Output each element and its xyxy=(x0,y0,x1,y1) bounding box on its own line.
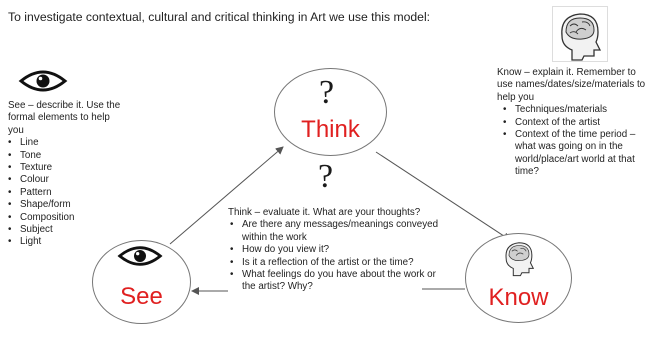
list-item: Subject xyxy=(8,224,123,237)
list-item: Context of the time period – what was go… xyxy=(503,129,647,179)
brain-head-icon xyxy=(505,242,535,277)
list-item: What feelings do you have about the work… xyxy=(230,269,440,294)
question-mark-icon: ? xyxy=(318,158,334,195)
eye-icon xyxy=(117,246,163,266)
see-description: See – describe it. Use the formal elemen… xyxy=(8,100,123,249)
know-description: Know – explain it. Remember to use names… xyxy=(497,67,647,179)
list-item: Tone xyxy=(8,150,123,163)
arrow-think-to-know xyxy=(375,151,511,241)
list-item: Composition xyxy=(8,212,123,225)
see-node: See xyxy=(92,240,191,324)
know-list: Techniques/materials Context of the arti… xyxy=(497,104,647,178)
page-title: To investigate contextual, cultural and … xyxy=(8,10,431,24)
list-item: Are there any messages/meanings conveyed… xyxy=(230,219,440,244)
brain-head-icon xyxy=(552,6,608,62)
see-intro: See – describe it. Use the formal elemen… xyxy=(8,100,121,136)
list-item: Pattern xyxy=(8,187,123,200)
know-label: Know xyxy=(488,284,549,311)
see-list: Line Tone Texture Colour Pattern Shape/f… xyxy=(8,137,123,249)
question-mark-icon: ? xyxy=(319,74,335,111)
list-item: Light xyxy=(8,236,123,249)
know-node: Know xyxy=(465,233,572,323)
see-label: See xyxy=(120,283,163,310)
think-description: Think – evaluate it. What are your thoug… xyxy=(228,207,440,294)
think-label: Think xyxy=(301,116,360,143)
arrow-see-to-think xyxy=(169,146,284,245)
list-item: Texture xyxy=(8,162,123,175)
list-item: Is it a reflection of the artist or the … xyxy=(230,257,440,270)
think-node: ? Think xyxy=(274,68,387,156)
list-item: Colour xyxy=(8,174,123,187)
list-item: Shape/form xyxy=(8,199,123,212)
list-item: Context of the artist xyxy=(503,117,647,130)
list-item: Techniques/materials xyxy=(503,104,647,117)
list-item: How do you view it? xyxy=(230,244,440,257)
list-item: Line xyxy=(8,137,123,150)
think-list: Are there any messages/meanings conveyed… xyxy=(228,219,440,293)
eye-icon xyxy=(18,70,68,92)
know-intro: Know – explain it. Remember to use names… xyxy=(497,67,646,103)
think-intro: Think – evaluate it. What are your thoug… xyxy=(228,207,421,218)
